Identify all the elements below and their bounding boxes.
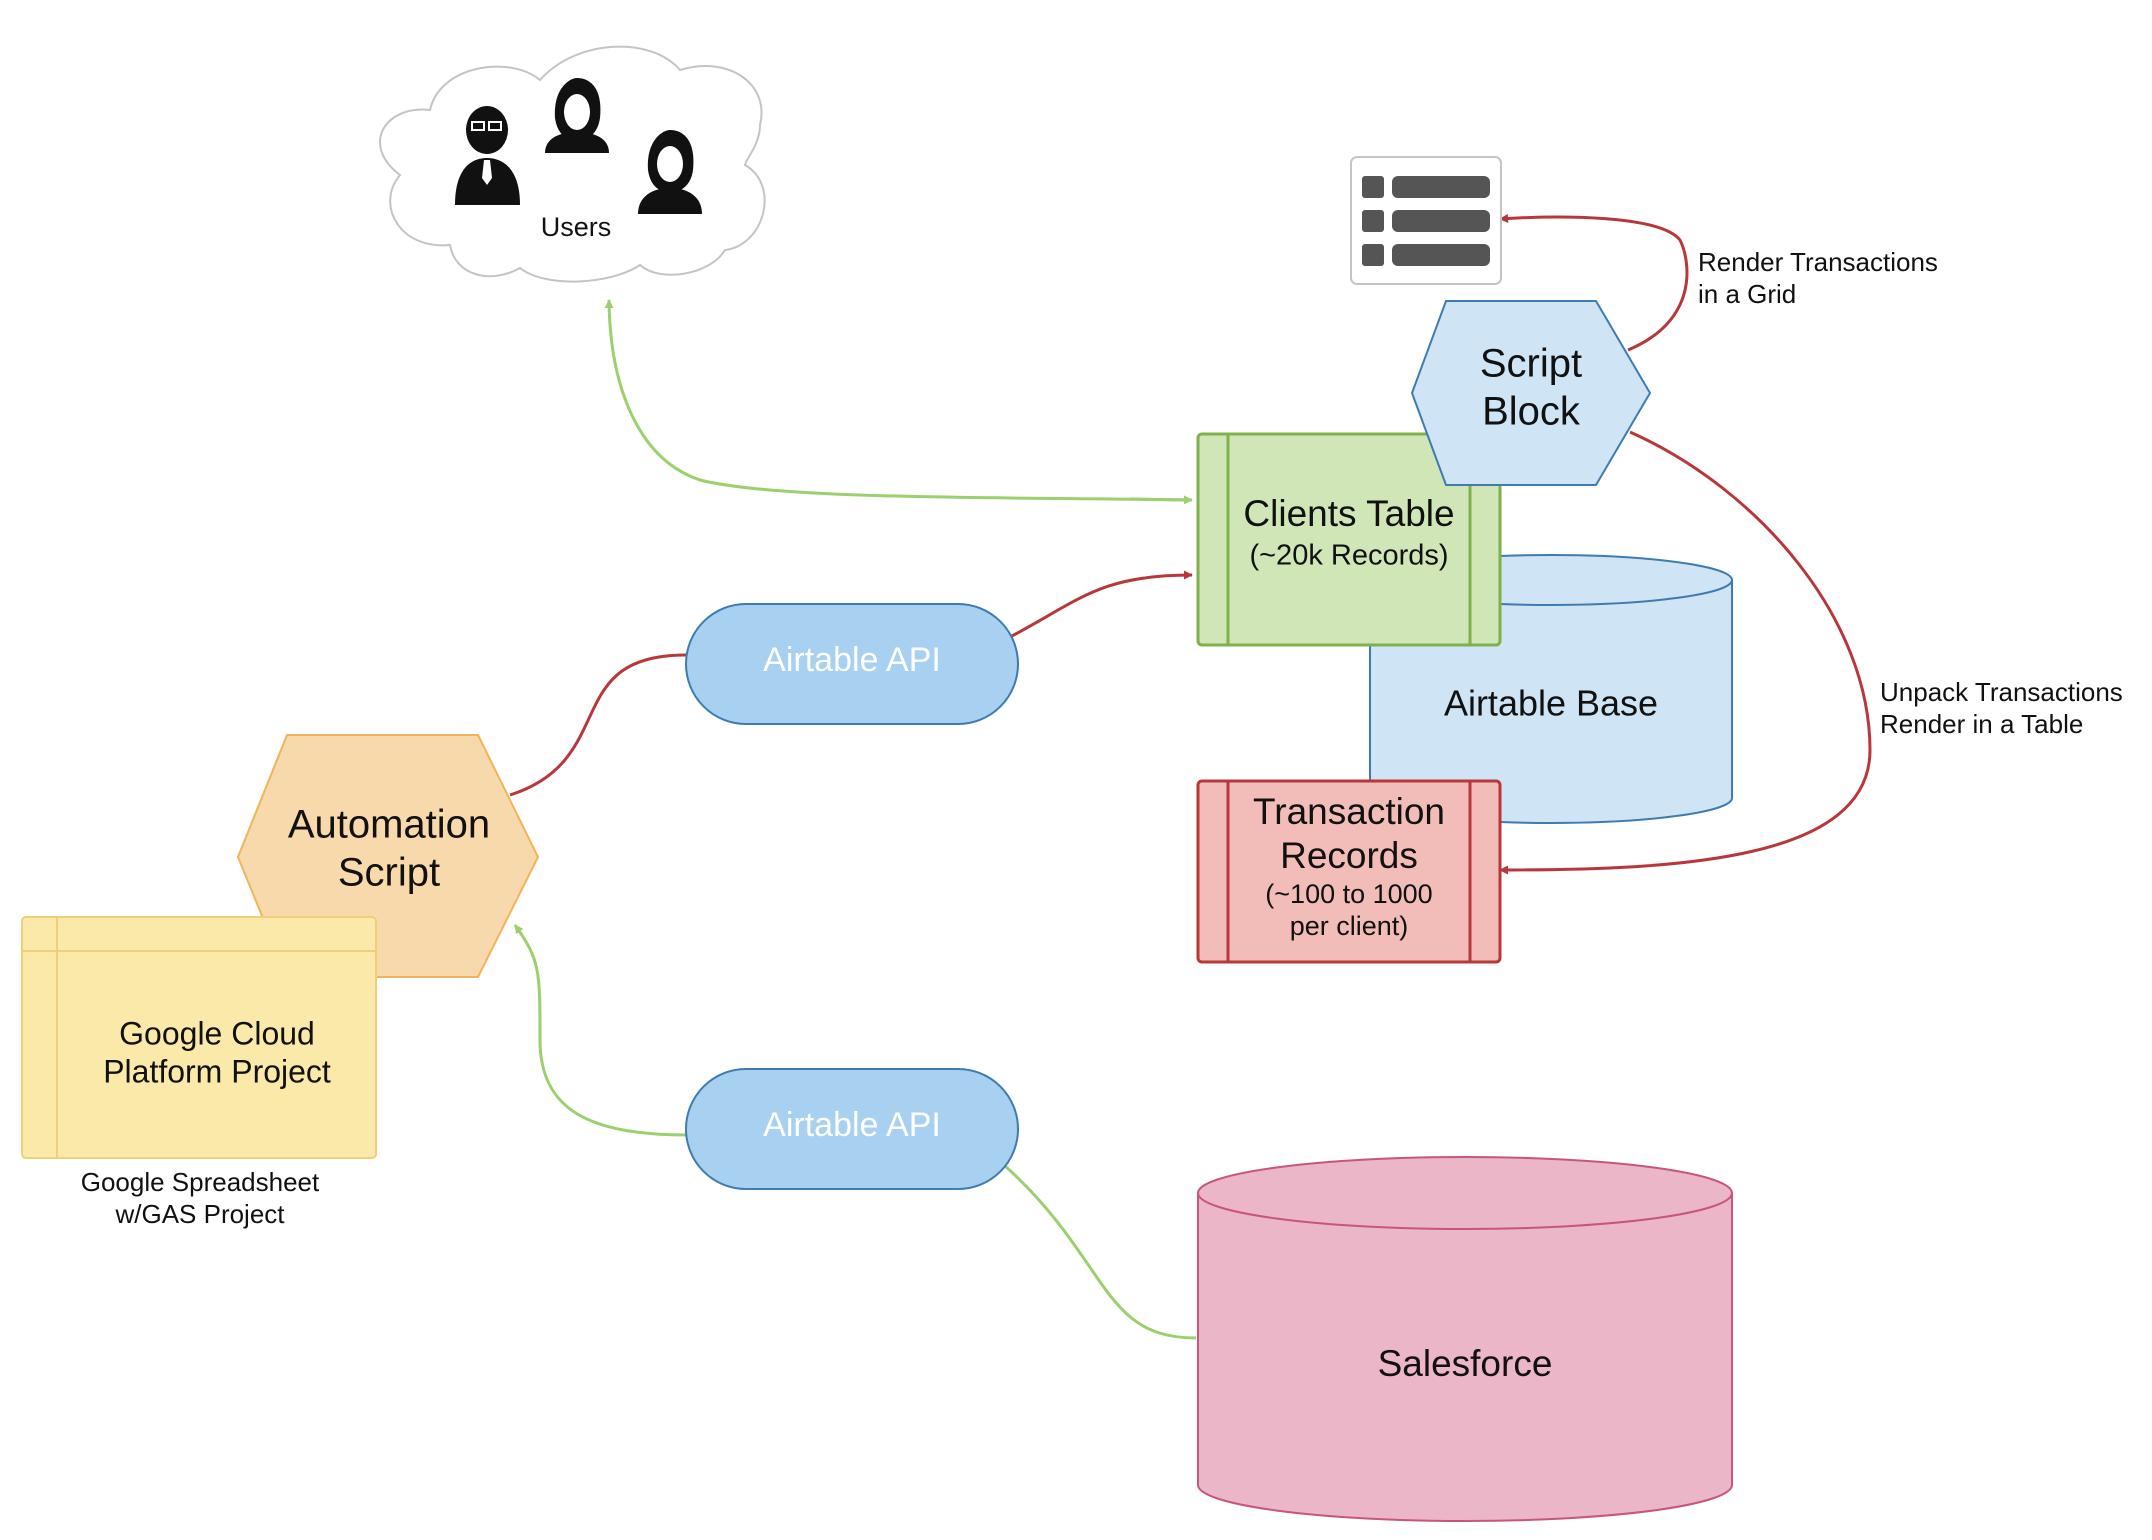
transaction-records-subtitle-2: per client) xyxy=(1290,911,1409,941)
airtable-base-label: Airtable Base xyxy=(1444,683,1658,724)
users-label: Users xyxy=(541,212,612,242)
gcp-project-node: Google Cloud Platform Project Google Spr… xyxy=(21,916,377,1229)
edge-api-to-clients xyxy=(1009,570,1193,639)
automation-script-label-1: Automation xyxy=(288,803,490,847)
script-block-label-2: Block xyxy=(1482,390,1581,434)
airtable-api-bottom-label: Airtable API xyxy=(763,1106,941,1144)
edge-salesforce-to-api xyxy=(1002,1163,1197,1340)
edge-api-to-automation xyxy=(513,924,687,1137)
user-man-icon xyxy=(455,106,520,205)
gcp-project-label-2: Platform Project xyxy=(103,1053,331,1089)
edge-label-unpack-1: Unpack Transactions xyxy=(1880,677,2123,707)
edge-label-render-grid-1: Render Transactions xyxy=(1698,247,1938,277)
edge-render-grid xyxy=(1499,213,1689,352)
script-block-label-1: Script xyxy=(1480,342,1582,386)
transaction-records-node: Transaction Records (~100 to 1000 per cl… xyxy=(1196,779,1502,964)
transaction-records-title-1: Transaction xyxy=(1253,791,1445,832)
airtable-api-bottom-node: Airtable API xyxy=(685,1068,1019,1190)
transaction-records-subtitle-1: (~100 to 1000 xyxy=(1265,879,1432,909)
edge-users-clients xyxy=(604,299,1193,502)
users-node: Users xyxy=(379,45,766,283)
script-block-node: Script Block xyxy=(1411,300,1651,486)
salesforce-label: Salesforce xyxy=(1378,1343,1553,1384)
automation-script-label-2: Script xyxy=(338,851,440,895)
user-woman-icon xyxy=(545,78,609,153)
gcp-project-caption-2: w/GAS Project xyxy=(114,1199,285,1229)
edge-label-unpack-2: Render in a Table xyxy=(1880,709,2083,739)
gcp-project-label-1: Google Cloud xyxy=(119,1015,315,1051)
edge-automation-to-api xyxy=(509,653,687,797)
edge-users-clients-head xyxy=(1129,495,1193,505)
gcp-project-caption-1: Google Spreadsheet xyxy=(81,1167,320,1197)
airtable-api-top-node: Airtable API xyxy=(685,603,1019,725)
salesforce-node: Salesforce xyxy=(1197,1156,1733,1522)
edges: Render Transactions in a Grid Unpack Tra… xyxy=(509,213,2123,1340)
clients-table-subtitle: (~20k Records) xyxy=(1249,540,1448,572)
grid-icon xyxy=(1350,156,1502,285)
cloud-shape xyxy=(379,45,766,283)
airtable-api-top-label: Airtable API xyxy=(763,641,941,679)
clients-table-node: Clients Table (~20k Records) xyxy=(1196,432,1502,647)
clients-table-title: Clients Table xyxy=(1243,493,1454,534)
edge-unpack xyxy=(1499,430,1872,875)
user-woman-icon xyxy=(638,130,702,214)
edge-label-render-grid-2: in a Grid xyxy=(1698,279,1796,309)
transaction-records-title-2: Records xyxy=(1280,835,1418,876)
